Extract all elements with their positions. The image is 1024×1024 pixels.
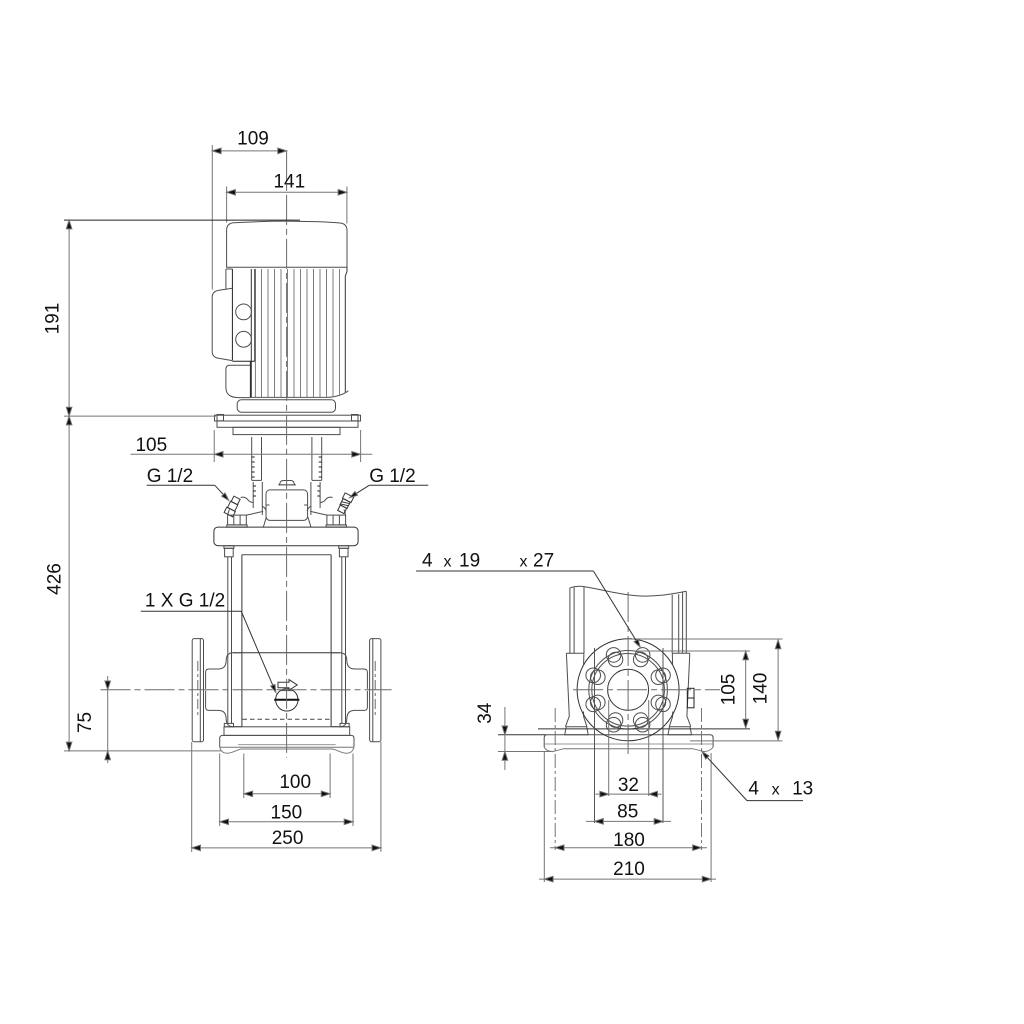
svg-text:13: 13: [792, 778, 813, 799]
svg-text:105: 105: [135, 435, 167, 456]
svg-text:1 X G 1/2: 1 X G 1/2: [145, 591, 225, 612]
svg-text:250: 250: [272, 828, 304, 849]
svg-text:x: x: [520, 554, 528, 571]
svg-text:141: 141: [273, 171, 305, 192]
svg-text:4: 4: [422, 551, 433, 572]
svg-text:180: 180: [613, 830, 645, 851]
svg-text:210: 210: [613, 859, 645, 880]
svg-text:105: 105: [718, 674, 739, 706]
svg-text:G 1/2: G 1/2: [369, 466, 415, 487]
svg-text:19: 19: [459, 551, 480, 572]
svg-text:140: 140: [750, 673, 771, 705]
svg-text:426: 426: [45, 563, 66, 595]
svg-text:150: 150: [271, 803, 303, 824]
svg-text:75: 75: [75, 712, 96, 733]
svg-text:32: 32: [618, 775, 639, 796]
svg-text:191: 191: [43, 303, 64, 335]
svg-text:4: 4: [748, 778, 759, 799]
svg-text:x: x: [444, 554, 452, 571]
svg-text:27: 27: [533, 551, 554, 572]
svg-text:85: 85: [617, 802, 638, 823]
svg-text:100: 100: [279, 772, 311, 793]
svg-text:109: 109: [237, 129, 269, 150]
svg-text:x: x: [772, 781, 780, 798]
svg-text:G 1/2: G 1/2: [147, 466, 193, 487]
svg-text:34: 34: [475, 702, 496, 724]
